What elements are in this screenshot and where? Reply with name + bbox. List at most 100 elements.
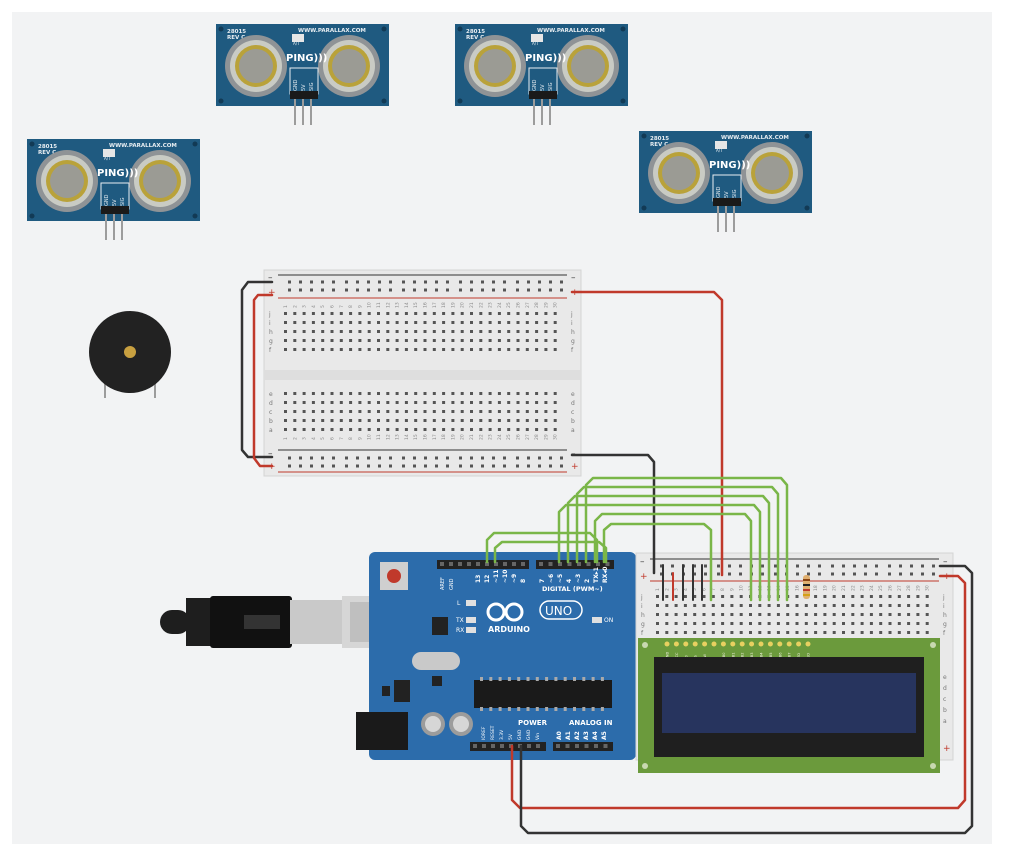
column-label: 12 <box>385 302 391 308</box>
row-label: g <box>943 621 947 628</box>
column-label: 3 <box>674 588 680 591</box>
wires <box>240 280 974 835</box>
row-label: e <box>269 391 273 398</box>
row-label: d <box>943 685 947 692</box>
arduino-pin-label: A2 <box>574 731 581 740</box>
ping-sensor[interactable] <box>638 130 813 233</box>
column-label: 23 <box>860 585 866 591</box>
lcd-pin-label: DB2 <box>741 652 745 660</box>
atmega-chip <box>474 680 612 708</box>
column-label: 23 <box>488 302 494 308</box>
row-label: b <box>269 418 273 425</box>
column-label: 1 <box>283 305 289 308</box>
column-label: 6 <box>330 305 336 308</box>
arduino-brand: ARDUINO <box>488 625 530 634</box>
arduino-pin-label: 3.3V <box>499 729 505 740</box>
arduino-pin-label: AREF <box>440 577 446 590</box>
arduino-pin-label: 13 <box>475 575 482 583</box>
column-label: 29 <box>915 585 921 591</box>
ping-sensor[interactable] <box>454 23 629 126</box>
column-label: 17 <box>432 434 438 440</box>
arduino-pin-label: RX◂0 <box>602 567 609 583</box>
row-label: c <box>269 409 272 416</box>
column-label: 1 <box>655 588 661 591</box>
arduino-pin-label: A5 <box>601 731 608 740</box>
column-label: 2 <box>664 588 670 591</box>
column-label: 16 <box>423 302 429 308</box>
column-label: 27 <box>525 302 531 308</box>
row-label: h <box>943 612 947 619</box>
rail-label: – <box>571 273 576 283</box>
column-label: 19 <box>450 434 456 440</box>
column-label: 15 <box>413 434 419 440</box>
rail-label: + <box>268 288 276 298</box>
power-header-label: POWER <box>518 719 548 727</box>
rail-label: – <box>268 449 273 459</box>
row-label: a <box>943 718 947 725</box>
arduino-pin-label: A0 <box>556 731 563 740</box>
column-label: 15 <box>413 302 419 308</box>
column-label: 10 <box>739 585 745 591</box>
arduino-pin-label: ~3 <box>575 574 582 583</box>
arduino-pin-label: 7 <box>539 579 546 583</box>
row-label: i <box>269 320 271 327</box>
column-label: 17 <box>432 302 438 308</box>
column-label: 16 <box>423 434 429 440</box>
arduino-pin-label: TX▸1 <box>593 567 600 583</box>
arduino-pin-label: ~11 <box>493 570 500 583</box>
row-label: i <box>943 603 945 610</box>
arduino-pin-label: A1 <box>565 731 572 740</box>
row-label: b <box>571 418 575 425</box>
lcd-pin-label: VCC <box>675 652 679 660</box>
column-label: 25 <box>878 585 884 591</box>
column-label: 24 <box>497 434 503 440</box>
column-label: 21 <box>469 434 475 440</box>
row-label: e <box>571 391 575 398</box>
column-label: 22 <box>478 434 484 440</box>
column-label: 28 <box>534 302 540 308</box>
arduino-pin-label: ~9 <box>511 574 518 583</box>
column-label: 22 <box>478 302 484 308</box>
arduino-pin-label: 2 <box>584 579 591 583</box>
column-label: 13 <box>395 302 401 308</box>
arduino-pin-label: 4 <box>566 579 573 583</box>
column-label: 25 <box>506 434 512 440</box>
led-l-label: L <box>457 600 461 607</box>
arduino-pin-label: ~10 <box>502 570 509 583</box>
lcd-16x2[interactable]: GNDVCCV0RSRWEDB0DB1DB2DB3DB4DB5DB6DB7LED… <box>638 638 940 773</box>
ping-sensor[interactable] <box>26 138 201 241</box>
lcd-pin-label: DB7 <box>788 652 792 660</box>
row-label: b <box>943 707 947 714</box>
rail-label: + <box>640 572 648 582</box>
column-label: 20 <box>460 434 466 440</box>
column-label: 18 <box>441 434 447 440</box>
column-label: 23 <box>488 434 494 440</box>
lcd-pin-label: DB4 <box>760 652 764 660</box>
column-label: 26 <box>516 434 522 440</box>
column-label: 7 <box>339 437 345 440</box>
piezo-buzzer[interactable] <box>89 311 171 398</box>
row-label: a <box>571 427 575 434</box>
column-label: 24 <box>497 302 503 308</box>
column-label: 5 <box>692 588 698 591</box>
arduino-pin-label: GND <box>449 578 455 590</box>
column-label: 16 <box>795 585 801 591</box>
ping-sensor[interactable] <box>215 23 390 126</box>
arduino-pin-label: A4 <box>592 731 599 740</box>
led-tx-label: TX <box>455 617 464 624</box>
column-label: 8 <box>348 437 354 440</box>
row-label: h <box>571 329 575 336</box>
column-label: 19 <box>450 302 456 308</box>
column-label: 7 <box>339 305 345 308</box>
arduino-pin-label: ~5 <box>557 574 564 583</box>
reset-button[interactable] <box>387 569 401 583</box>
column-label: 26 <box>516 302 522 308</box>
row-label: j <box>640 594 643 601</box>
column-label: 9 <box>729 588 735 591</box>
column-label: 5 <box>320 437 326 440</box>
arduino-pin-label: 5V <box>508 733 514 740</box>
column-label: 20 <box>832 585 838 591</box>
row-label: f <box>943 630 946 637</box>
